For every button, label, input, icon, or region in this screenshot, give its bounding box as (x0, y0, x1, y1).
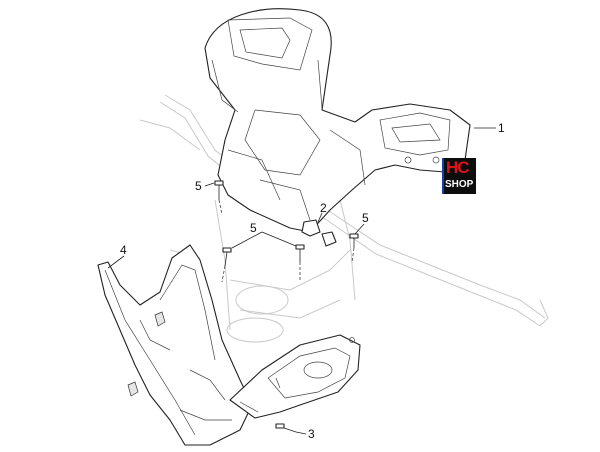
screw-3 (275, 423, 297, 433)
screw-5-left (214, 180, 224, 200)
logo-hc-text: HC (446, 158, 470, 177)
part-2-clip (301, 219, 337, 247)
callout-5-left: 5 (195, 179, 202, 193)
logo-shop-text: SHOP (445, 179, 474, 190)
part-1-handlebar-cover (204, 8, 471, 233)
assembly-lines (218, 199, 355, 283)
screw-5-center-right (295, 244, 305, 262)
part-4-left-shield (97, 244, 253, 446)
callout-5-center: 5 (250, 221, 257, 235)
callout-leaders (107, 127, 496, 435)
callout-2: 2 (320, 201, 327, 215)
hc-shop-logo: HC SHOP (442, 158, 476, 194)
part-3-glovebox-panel (229, 334, 361, 419)
logo-blue-strip (442, 158, 444, 194)
screw-5-right (349, 233, 359, 248)
callout-4: 4 (120, 243, 127, 257)
callout-3: 3 (308, 427, 315, 441)
callout-5-right: 5 (362, 211, 369, 225)
callout-1: 1 (498, 121, 505, 135)
screw-5-center (222, 247, 232, 267)
